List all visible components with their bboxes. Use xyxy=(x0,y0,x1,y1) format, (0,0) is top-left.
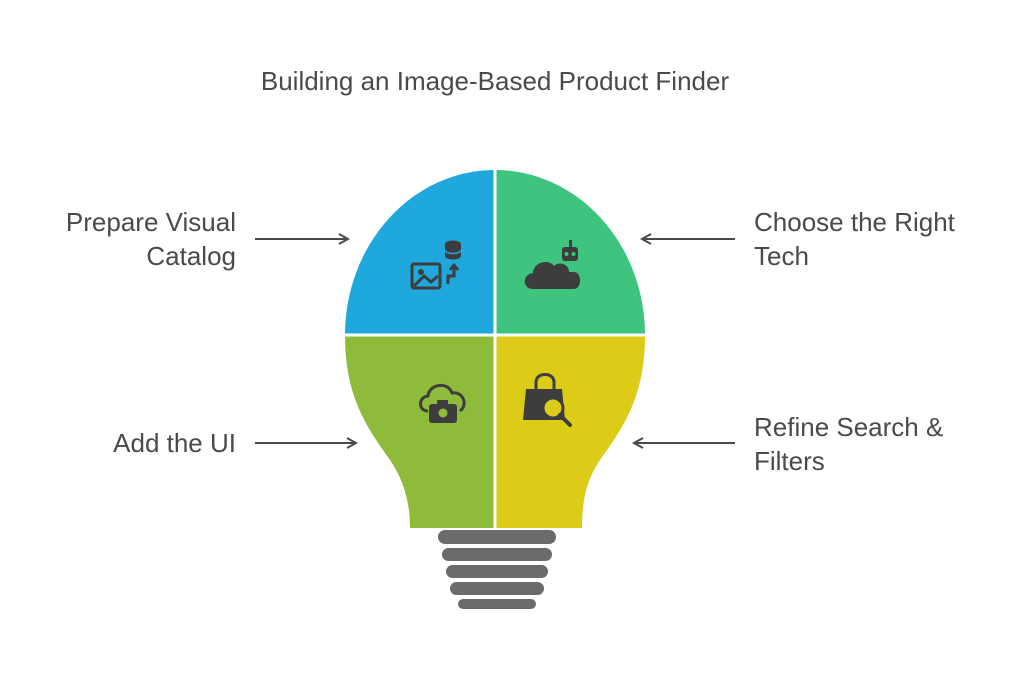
quadrant-refine-search-filters xyxy=(495,335,645,528)
label-line: Choose the Right xyxy=(754,207,955,237)
label-line: Tech xyxy=(754,241,809,271)
label-choose-right-tech: Choose the Right Tech xyxy=(754,205,1014,273)
cloud-camera-icon xyxy=(419,384,466,423)
label-line: Filters xyxy=(754,446,825,476)
label-prepare-visual-catalog: Prepare Visual Catalog xyxy=(20,205,236,273)
label-line: Catalog xyxy=(146,241,236,271)
label-line: Prepare Visual xyxy=(65,207,236,237)
label-line: Add the UI xyxy=(113,428,236,458)
shopping-bag-search-icon xyxy=(523,373,572,427)
bulb-base xyxy=(438,530,556,609)
label-add-the-ui: Add the UI xyxy=(20,426,236,460)
quadrant-add-the-ui xyxy=(345,335,495,528)
label-refine-search-filters: Refine Search & Filters xyxy=(754,410,1014,478)
label-line: Refine Search & xyxy=(754,412,944,442)
cloud-robot-icon xyxy=(524,240,580,289)
diagram-title: Building an Image-Based Product Finder xyxy=(260,66,730,96)
quadrant-prepare-visual-catalog xyxy=(345,170,495,335)
image-database-upload-icon xyxy=(410,240,462,290)
